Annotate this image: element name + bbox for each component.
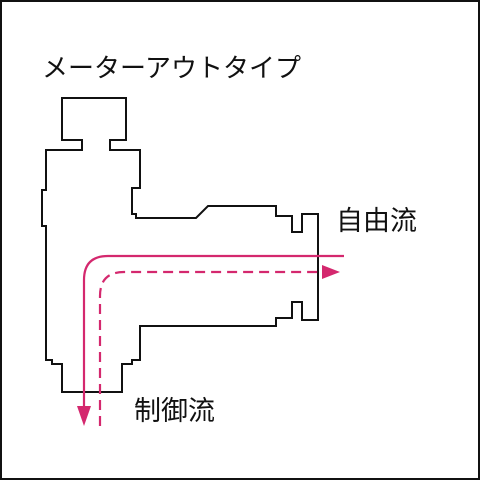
fitting-body-outline bbox=[41, 97, 319, 393]
controlled-flow-arrowhead bbox=[322, 265, 340, 279]
free-flow-arrowhead bbox=[77, 406, 91, 426]
controlled-flow-line bbox=[98, 270, 322, 426]
free-flow-line bbox=[82, 254, 344, 408]
controlled-flow-label: 制御流 bbox=[134, 396, 215, 427]
type-title: メーターアウトタイプ bbox=[42, 54, 301, 84]
free-flow-label: 自由流 bbox=[336, 206, 417, 237]
